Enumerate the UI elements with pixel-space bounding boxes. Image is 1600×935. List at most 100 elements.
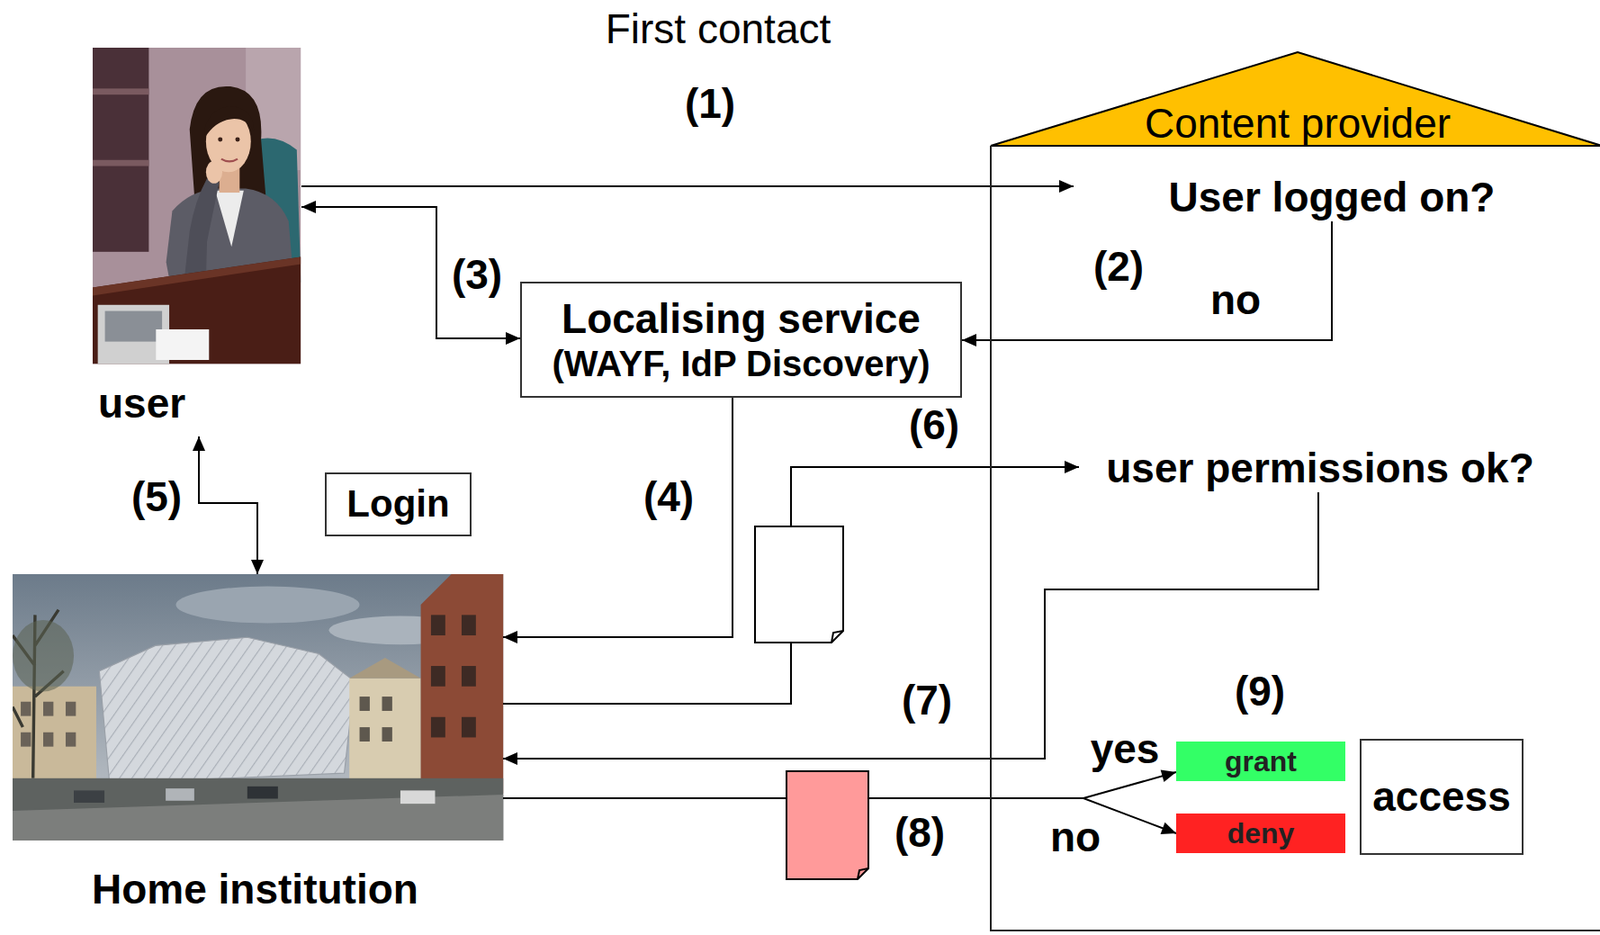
connector <box>301 200 521 345</box>
connector-line <box>503 492 1319 759</box>
illustration-part <box>73 790 105 803</box>
decision-label: User logged on? <box>1168 173 1496 222</box>
content-provider-house: Content providerUser logged on? user perm… <box>989 51 1600 933</box>
connector <box>961 221 1332 347</box>
deny-label: deny <box>1227 817 1295 851</box>
arrow-head <box>1059 179 1074 193</box>
arrow-head <box>1160 770 1177 783</box>
connector-line <box>503 467 1079 704</box>
connector-line <box>961 221 1332 341</box>
grant-label: grant <box>1224 745 1297 779</box>
access-box: access <box>1359 738 1524 855</box>
illustration-part <box>92 88 149 95</box>
login-box: Login <box>324 472 472 537</box>
callout-number: (5) <box>131 473 182 522</box>
illustration-part <box>857 868 869 880</box>
illustration-part <box>349 678 421 781</box>
callout-number: (7) <box>901 676 953 725</box>
arrow-head <box>503 630 518 644</box>
illustration-part <box>206 161 223 184</box>
service-label: (WAYF, IdP Discovery) <box>551 342 930 385</box>
illustration-part <box>431 614 446 636</box>
illustration-part <box>461 614 477 636</box>
branch-label: yes <box>1090 725 1160 774</box>
connector-line <box>198 436 258 575</box>
illustration-part <box>359 696 370 711</box>
house-title: Content provider <box>1144 99 1451 148</box>
illustration-part <box>205 106 254 137</box>
illustration-part <box>20 732 31 747</box>
illustration-part <box>831 630 844 643</box>
illustration-part <box>215 190 244 247</box>
connector <box>301 179 1074 193</box>
connector <box>503 397 733 644</box>
arrow-head <box>301 200 316 214</box>
illustration-part <box>92 47 149 252</box>
connector-line <box>301 206 521 339</box>
heading-text: First contact <box>605 5 832 54</box>
illustration-part <box>786 771 869 880</box>
house-wall <box>990 145 1600 931</box>
illustration-part <box>217 137 223 143</box>
grant-box: grant <box>1176 741 1346 782</box>
illustration-part <box>43 701 54 717</box>
illustration-part <box>65 701 76 717</box>
branch-label: no <box>1210 276 1261 324</box>
service-label: Localising service <box>561 295 921 343</box>
arrow-head <box>251 559 264 575</box>
illustration-part <box>12 686 97 781</box>
callout-number: (6) <box>908 401 960 450</box>
document-icon <box>786 771 869 880</box>
arrow-head <box>192 436 206 451</box>
illustration-part <box>165 788 195 801</box>
connector-line <box>503 397 733 638</box>
callout-number: (8) <box>894 808 945 857</box>
callout-number: (3) <box>451 251 503 299</box>
illustration-part <box>105 311 163 342</box>
illustration-part <box>359 727 370 742</box>
photo-caption: user <box>98 379 186 428</box>
illustration-part <box>175 586 360 624</box>
arrow-head <box>503 752 518 765</box>
illustration-part <box>65 732 76 747</box>
branch-label: no <box>1050 813 1101 862</box>
illustration-part <box>755 526 844 643</box>
illustration-part <box>92 160 149 167</box>
illustration-part <box>421 574 504 794</box>
illustration-part <box>382 727 393 742</box>
illustration-part <box>189 86 267 201</box>
service-box: Localising service(WAYF, IdP Discovery) <box>520 281 962 398</box>
decision-text: User logged on? <box>1073 172 1591 222</box>
connector-line <box>301 185 1074 188</box>
institution-photo <box>12 574 504 841</box>
access-label: access <box>1372 773 1511 821</box>
arrow-head <box>505 332 521 345</box>
callout-number: (1) <box>684 80 736 128</box>
illustration-part <box>98 637 355 783</box>
document-icon <box>755 526 844 643</box>
decision-label: user permissions ok? <box>1105 444 1535 493</box>
deny-box: deny <box>1176 813 1346 854</box>
institution-photo: Home institution <box>12 574 504 917</box>
illustration-part <box>20 701 31 717</box>
illustration-part <box>12 574 504 841</box>
illustration-part <box>92 256 301 296</box>
login-label: Login <box>346 482 450 526</box>
callout-number: (2) <box>1093 242 1144 291</box>
connector <box>503 492 1319 765</box>
illustration-part <box>12 778 504 841</box>
illustration-part <box>400 790 436 804</box>
decision-text: user permissions ok? <box>1078 443 1562 493</box>
arrow-head <box>1064 460 1079 474</box>
arrow-head <box>1160 822 1177 835</box>
illustration-part <box>92 47 301 365</box>
connector <box>503 460 1079 704</box>
illustration-part <box>349 657 421 679</box>
illustration-part <box>12 620 74 692</box>
illustration-part <box>431 717 446 738</box>
illustration-part <box>431 665 446 687</box>
user-photo <box>92 47 301 365</box>
callout-number: (4) <box>643 473 694 522</box>
illustration-part <box>92 256 301 364</box>
